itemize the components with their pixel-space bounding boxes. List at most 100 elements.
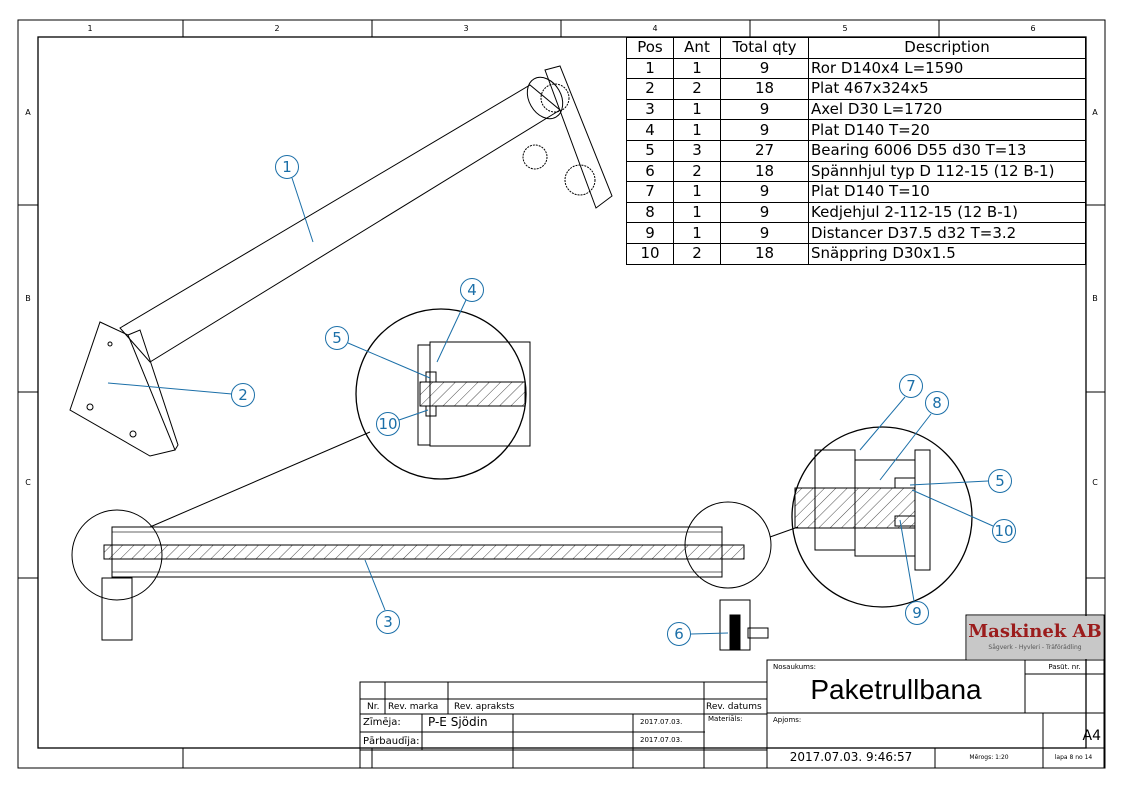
bom-cell-pos: 6	[626, 160, 674, 183]
bom-cell-pos: 10	[626, 242, 674, 265]
bom-cell-pos: 2	[626, 78, 674, 100]
drawn-by: P-E Sjödin	[428, 715, 488, 729]
svg-text:3: 3	[383, 613, 393, 631]
detail-view-left	[355, 308, 531, 480]
bom-cell-ant: 1	[673, 201, 721, 224]
quantity-label: Apjoms:	[773, 716, 802, 724]
svg-text:C: C	[25, 478, 31, 487]
rev-marka-label: Rev. marka	[388, 702, 439, 712]
svg-text:B: B	[25, 294, 31, 303]
bom-cell-pos: 7	[626, 181, 674, 203]
detail-circle-right	[684, 501, 772, 589]
bom-cell-total-qty: 18	[720, 242, 809, 265]
drawn-label: Zīmēja:	[363, 717, 401, 728]
svg-text:1: 1	[87, 24, 92, 33]
balloon-10: 10	[376, 412, 400, 436]
bom-header-row: Pos Ant Total qty Description	[626, 37, 1086, 59]
balloon-6: 6	[667, 622, 691, 646]
bom-cell-ant: 1	[673, 119, 721, 141]
bom-cell-total-qty: 9	[720, 57, 809, 80]
company-logo: Maskinek AB Sågverk - Hyvleri - Träföräd…	[967, 616, 1103, 659]
svg-text:A: A	[1092, 108, 1098, 117]
bom-cell-description: Axel D30 L=1720	[808, 98, 1086, 121]
order-label: Pasūt. nr.	[1048, 663, 1081, 671]
bom-cell-pos: 8	[626, 201, 674, 224]
balloon-2: 2	[231, 383, 255, 407]
svg-text:1: 1	[282, 158, 292, 176]
balloon-5: 5	[325, 326, 349, 350]
detail-circle-left	[71, 509, 163, 601]
svg-text:6: 6	[1030, 24, 1035, 33]
bom-cell-total-qty: 9	[720, 119, 809, 141]
roller-tube	[119, 84, 561, 363]
bom-cell-pos: 9	[626, 222, 674, 244]
scale: Mērogs: 1:20	[969, 754, 1009, 761]
rev-datums-label: Rev. datums	[706, 702, 762, 712]
bom-cell-description: Spännhjul typ D 112-15 (12 B-1)	[808, 160, 1086, 183]
balloon-9: 9	[905, 601, 929, 625]
bom-cell-ant: 1	[673, 181, 721, 203]
sheet-number: lapa 8 no 14	[1054, 754, 1093, 761]
balloon-4: 4	[460, 278, 484, 302]
bom-cell-description: Plat D140 T=20	[808, 119, 1086, 141]
zone-labels: 1 2 3 4 5 6 A B C A B C	[25, 24, 1098, 487]
drawing-title: Paketrullbana	[810, 674, 982, 705]
svg-text:6: 6	[674, 625, 684, 643]
bom-cell-total-qty: 9	[720, 181, 809, 203]
bom-cell-description: Snäppring D30x1.5	[808, 242, 1086, 265]
sprocket	[564, 164, 596, 196]
balloon-3: 3	[376, 610, 400, 634]
tension-wheel	[522, 144, 548, 170]
bom-cell-total-qty: 9	[720, 222, 809, 244]
zone-ticks	[18, 20, 1105, 768]
bom-cell-ant: 1	[673, 222, 721, 244]
svg-text:5: 5	[842, 24, 847, 33]
end-plate-left	[69, 321, 176, 457]
svg-text:10: 10	[378, 415, 397, 433]
name-label: Nosaukums:	[773, 663, 816, 671]
svg-text:5: 5	[995, 472, 1005, 490]
balloon-7: 7	[899, 374, 923, 398]
drawn-date: 2017.07.03.	[640, 718, 683, 726]
end-plate-right	[544, 65, 613, 209]
svg-text:3: 3	[463, 24, 468, 33]
bom-cell-ant: 1	[673, 57, 721, 80]
bom-cell-total-qty: 9	[720, 201, 809, 224]
isometric-view	[69, 65, 613, 457]
section-view	[71, 431, 799, 651]
svg-text:10: 10	[994, 522, 1013, 540]
svg-text:A: A	[25, 108, 31, 117]
bom-cell-ant: 2	[673, 242, 721, 265]
checked-date: 2017.07.03.	[640, 736, 683, 744]
bom-cell-ant: 1	[673, 98, 721, 121]
bom-cell-ant: 2	[673, 78, 721, 100]
bom-cell-total-qty: 18	[720, 160, 809, 183]
bom-cell-description: Kedjehjul 2-112-15 (12 B-1)	[808, 201, 1086, 224]
bom-cell-pos: 3	[626, 98, 674, 121]
bom-cell-total-qty: 18	[720, 78, 809, 100]
balloon-leaders	[107, 177, 994, 635]
bom-cell-pos: 4	[626, 119, 674, 141]
bom-cell-description: Bearing 6006 D55 d30 T=13	[808, 139, 1086, 162]
bom-cell-ant: 2	[673, 160, 721, 183]
bom-header-total-qty: Total qty	[720, 37, 809, 59]
svg-text:B: B	[1092, 294, 1098, 303]
balloon-5-detail: 5	[988, 469, 1012, 493]
bom-cell-total-qty: 9	[720, 98, 809, 121]
svg-text:2: 2	[238, 386, 248, 404]
svg-text:9: 9	[912, 604, 922, 622]
svg-text:4: 4	[652, 24, 657, 33]
bom-header-ant: Ant	[673, 37, 721, 59]
rev-apraksts-label: Rev. apraksts	[454, 702, 515, 712]
material-label: Materiāls:	[708, 715, 743, 723]
balloon-10-detail: 10	[992, 519, 1016, 543]
